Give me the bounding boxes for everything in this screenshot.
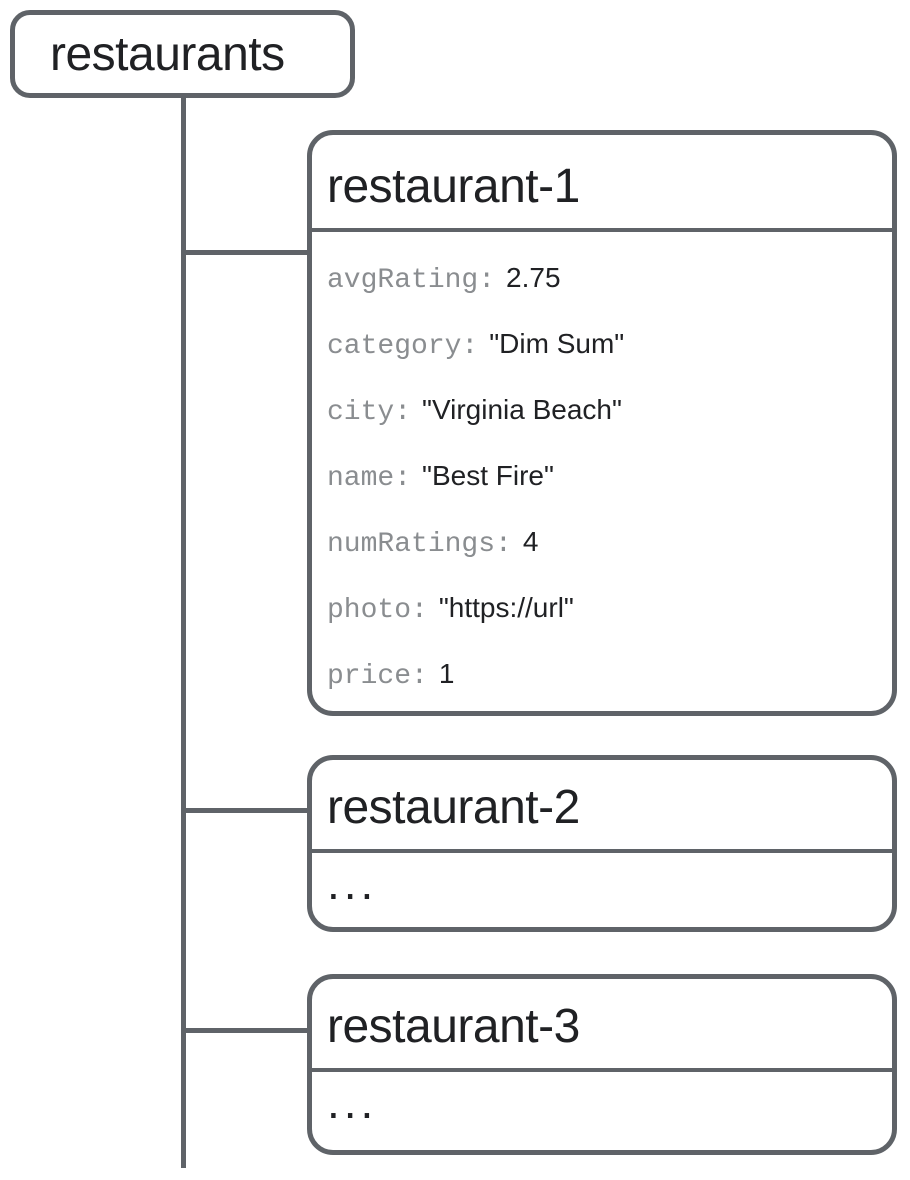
document-title: restaurant-2: [312, 760, 892, 853]
field-value: 1: [438, 658, 455, 689]
field-value: 2.75: [506, 262, 561, 293]
tree-connector-restaurant-1: [184, 250, 307, 255]
document-title: restaurant-3: [312, 979, 892, 1072]
tree-trunk-line: [181, 98, 186, 1168]
field-value: "https://url": [438, 592, 574, 623]
field-key: city:: [327, 397, 412, 428]
field-value: "Virginia Beach": [422, 394, 622, 425]
field-value: 4: [522, 526, 539, 557]
field-photo: photo: "https://url": [327, 593, 882, 625]
document-title: restaurant-1: [312, 135, 892, 232]
field-numRatings: numRatings: 4: [327, 527, 882, 559]
field-key: numRatings:: [327, 529, 512, 560]
field-key: price:: [327, 661, 428, 692]
document-card-restaurant-2: restaurant-2 ...: [307, 755, 897, 932]
field-key: avgRating:: [327, 265, 496, 296]
collapsed-fields-ellipsis: ...: [327, 857, 378, 909]
document-card-restaurant-1: restaurant-1 avgRating: 2.75 category: "Di…: [307, 130, 897, 716]
collection-node-restaurants: restaurants: [10, 10, 355, 98]
field-city: city: "Virginia Beach": [327, 395, 882, 427]
field-name: name: "Best Fire": [327, 461, 882, 493]
field-key: category:: [327, 331, 479, 362]
document-card-restaurant-3: restaurant-3 ...: [307, 974, 897, 1155]
collection-label: restaurants: [50, 27, 285, 81]
field-key: name:: [327, 463, 412, 494]
collapsed-fields-ellipsis: ...: [327, 1076, 378, 1128]
tree-connector-restaurant-2: [184, 808, 307, 813]
document-fields: avgRating: 2.75 category: "Dim Sum" city: "…: [312, 232, 892, 691]
field-price: price: 1: [327, 659, 882, 691]
field-category: category: "Dim Sum": [327, 329, 882, 361]
field-avgRating: avgRating: 2.75: [327, 263, 882, 295]
tree-connector-restaurant-3: [184, 1028, 307, 1033]
field-value: "Dim Sum": [489, 328, 625, 359]
field-key: photo:: [327, 595, 428, 626]
field-value: "Best Fire": [422, 460, 554, 491]
